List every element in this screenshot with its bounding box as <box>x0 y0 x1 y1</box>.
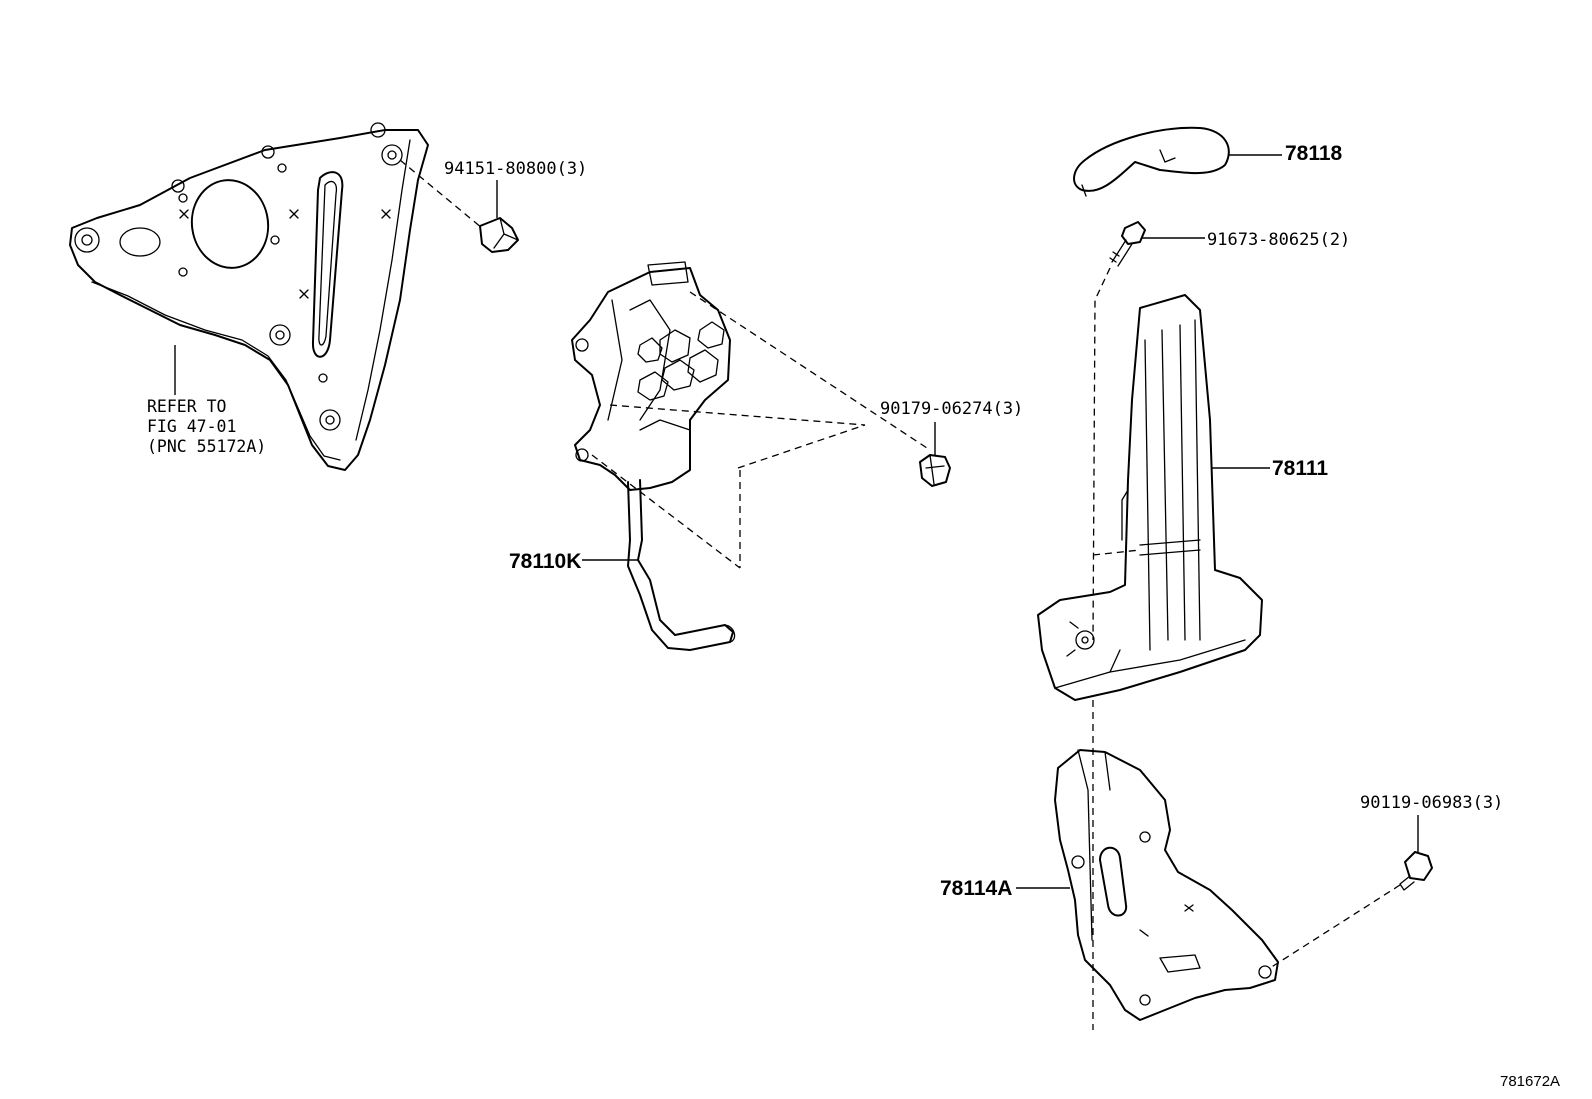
cover-78118-part <box>1073 126 1230 197</box>
pedal-dash-line-2 <box>737 424 866 469</box>
pedal-dash-line-5 <box>609 404 866 426</box>
pedal-pad-78111-part <box>1037 294 1263 701</box>
pedal-dash-line-4 <box>591 454 741 569</box>
reference-note-line-2: FIG 47-01 <box>147 417 236 436</box>
bracket-78114A-label: 78114A <box>940 877 1012 900</box>
bolt-90119-label: 90119-06983(3) <box>1360 793 1503 813</box>
illustration-id: 781672A <box>1500 1073 1560 1090</box>
pedal-dash-line-1 <box>689 291 931 451</box>
bolt-90119-part <box>1399 851 1433 891</box>
nut-90179-part <box>919 454 951 487</box>
pedal-assembly-label: 78110K <box>509 550 581 573</box>
clip-94151-part <box>479 217 519 253</box>
screw-91673-part <box>1109 221 1146 267</box>
nut-90179-label: 90179-06274(3) <box>880 399 1023 419</box>
accelerator-pedal-assembly-part <box>571 261 736 651</box>
pedal-pad-78111-label: 78111 <box>1272 457 1328 480</box>
bolt-90119-fastening-line <box>1269 884 1401 969</box>
pedal-pad-dash-line <box>1092 549 1141 556</box>
cover-78118-label: 78118 <box>1285 142 1343 165</box>
reference-note-line-3: (PNC 55172A) <box>147 437 266 456</box>
reference-note: REFER TO FIG 47-01 (PNC 55172A) <box>147 397 266 456</box>
clip-94151-fastening-line <box>399 159 483 229</box>
reference-note-line-1: REFER TO <box>147 397 226 416</box>
bracket-78114A-part <box>1054 749 1279 1021</box>
screw-91673-fastening-line <box>1092 267 1111 641</box>
dash-panel-part <box>69 122 429 471</box>
clip-94151-label: 94151-80800(3) <box>444 159 587 179</box>
screw-91673-label: 91673-80625(2) <box>1207 230 1350 250</box>
